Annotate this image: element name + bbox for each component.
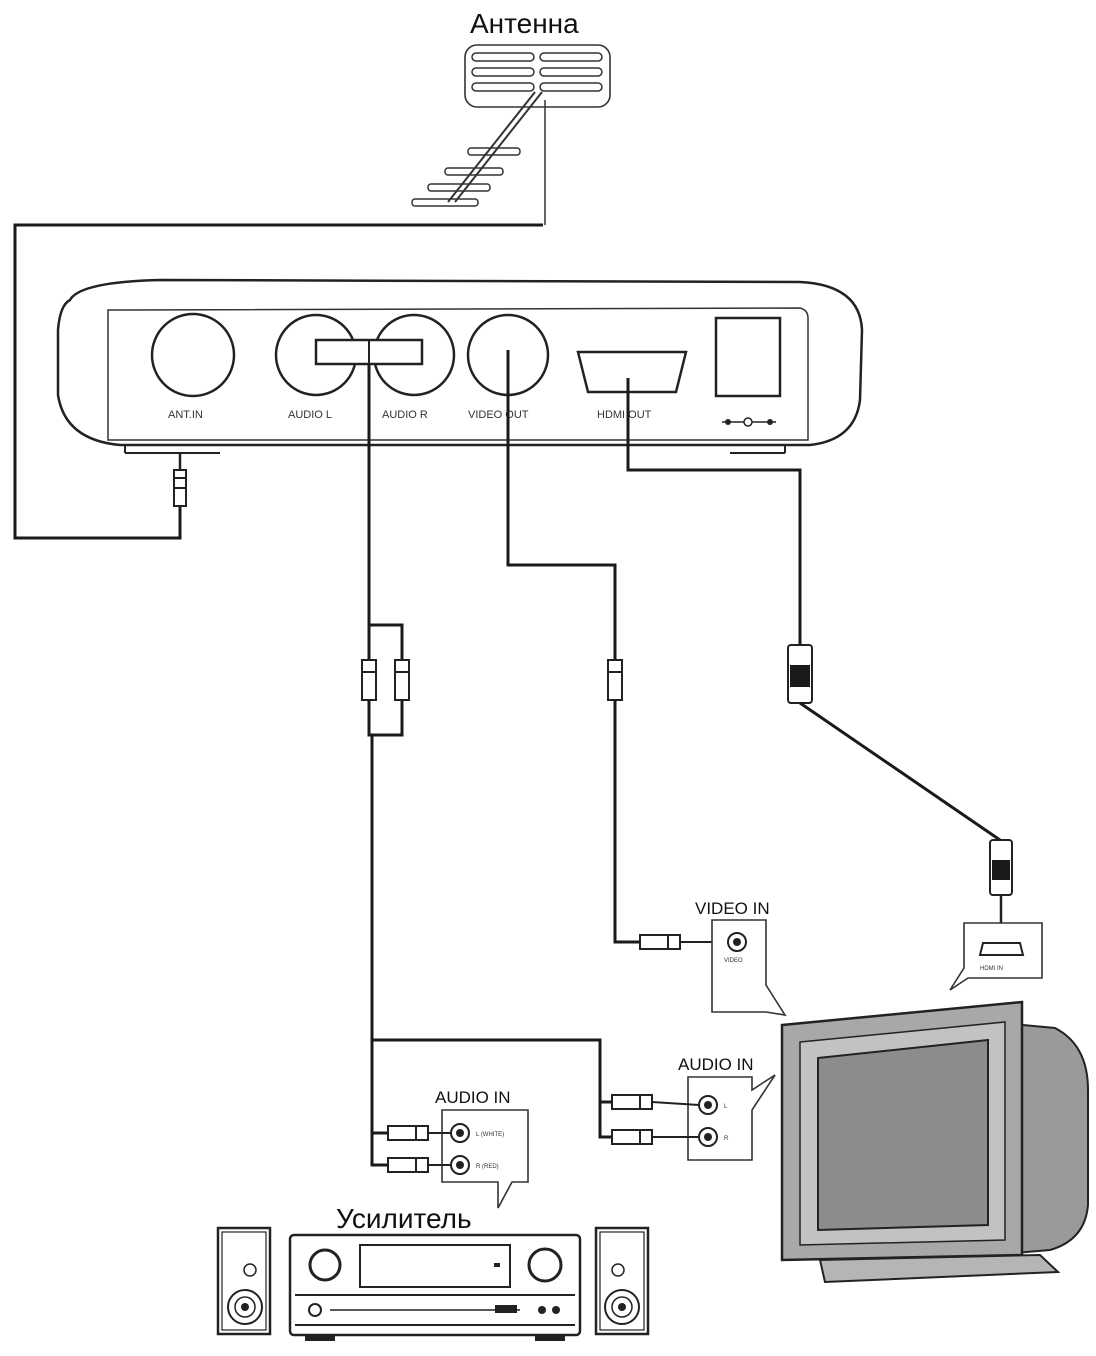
antenna-label: Антенна: [470, 8, 579, 39]
hdmi-out-label: HDMI OUT: [597, 409, 652, 421]
antenna-connector: [173, 452, 187, 507]
hdmi-out-port: [576, 350, 688, 394]
tv-screen: [817, 1038, 989, 1232]
tv-audio-l-label: L: [724, 1104, 728, 1110]
amp-audio-r-label: R (RED): [476, 1164, 499, 1170]
video-cable: [506, 350, 617, 660]
amplifier: [288, 1233, 582, 1341]
dc-polarity-icon: [722, 417, 776, 427]
video-rca-plug: [607, 659, 623, 701]
hdmi-plug-receiver-side: [787, 644, 813, 704]
ant-in-port: [150, 312, 236, 398]
audio-r-label: AUDIO R: [382, 409, 428, 421]
video-plug-tv: [639, 934, 681, 950]
right-speaker: [594, 1226, 650, 1336]
tv-audio-plugs: [611, 1094, 700, 1145]
volume-knob-icon: [308, 1248, 342, 1282]
power-socket: [714, 316, 782, 398]
video-in-callout: VIDEO: [711, 919, 787, 1017]
video-jack-label: VIDEO: [724, 958, 743, 964]
hdmi-in-callout: HDMI IN: [949, 922, 1043, 991]
antenna-cable: [13, 223, 543, 540]
power-button-icon: [308, 1303, 322, 1317]
video-in-title: VIDEO IN: [695, 899, 770, 918]
amp-audio-in-callout: L (WHITE) R (RED): [441, 1109, 529, 1209]
amplifier-label: Усилитель: [336, 1203, 472, 1234]
tv: [780, 1000, 1089, 1284]
hdmi-cable: [626, 378, 802, 645]
tv-audio-in-title: AUDIO IN: [678, 1055, 754, 1074]
hdmi-plug-tv-side: [989, 839, 1013, 925]
antenna: Антенна: [411, 8, 611, 225]
tv-audio-r-label: R: [724, 1136, 729, 1142]
amplifier-display: [359, 1244, 511, 1288]
selector-knob-icon: [527, 1247, 563, 1283]
amp-audio-in-title: AUDIO IN: [435, 1088, 511, 1107]
left-speaker: [216, 1226, 272, 1336]
ant-in-label: ANT.IN: [168, 409, 203, 421]
audio-l-label: AUDIO L: [288, 409, 332, 421]
hdmi-in-label: HDMI IN: [980, 966, 1003, 972]
video-out-label: VIDEO OUT: [468, 409, 529, 421]
audio-rca-plugs: [361, 659, 410, 701]
amp-audio-plugs: [387, 1125, 451, 1173]
receiver: ANT.IN AUDIO L AUDIO R VIDEO OUT HDMI OU…: [56, 278, 864, 454]
amp-audio-l-label: L (WHITE): [476, 1132, 504, 1138]
tv-audio-in-callout: L R: [687, 1074, 776, 1161]
